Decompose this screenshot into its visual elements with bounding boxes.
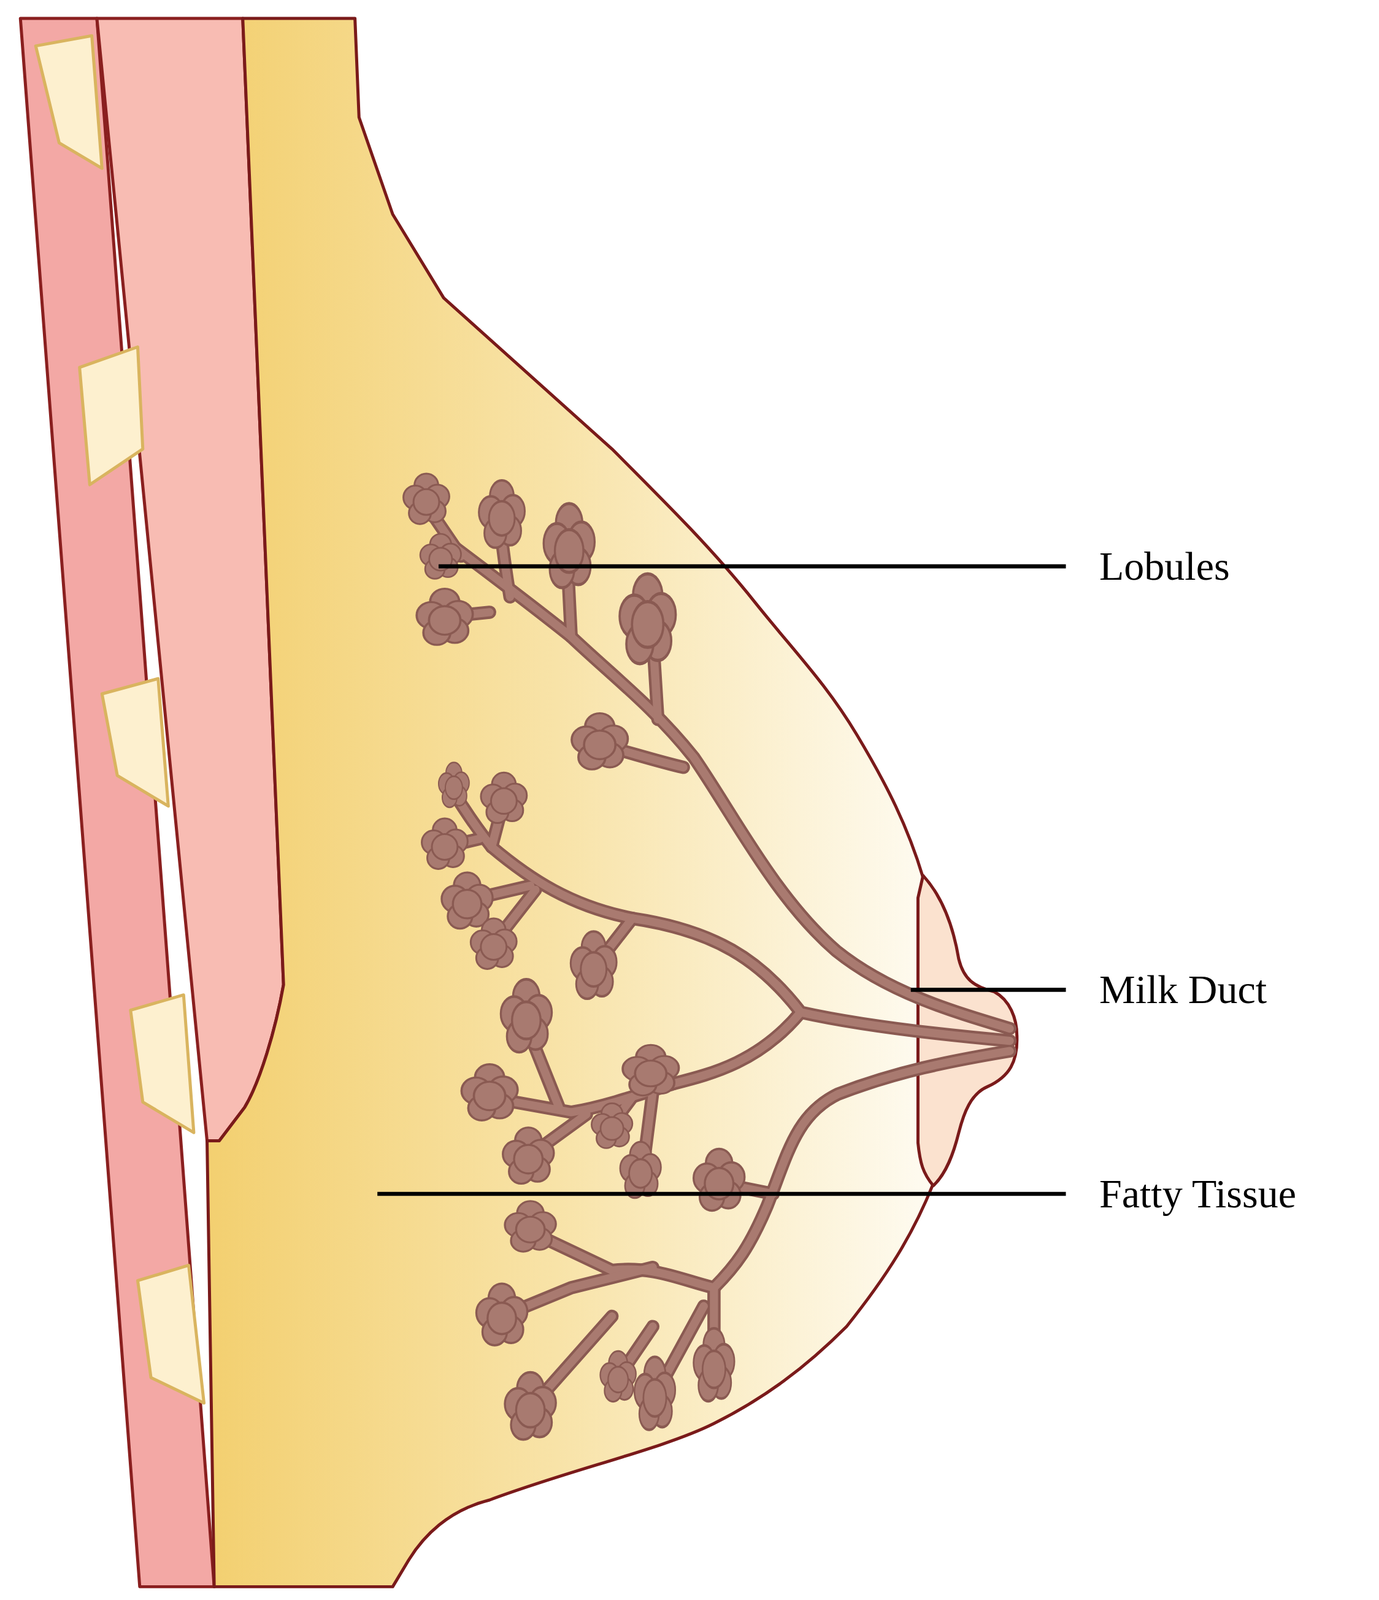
part-label: Fatty Tissue bbox=[1099, 1169, 1297, 1218]
leader-line bbox=[377, 566, 1066, 1194]
part-label: Lobules bbox=[1099, 541, 1230, 591]
part-label: Milk Duct bbox=[1099, 964, 1267, 1014]
